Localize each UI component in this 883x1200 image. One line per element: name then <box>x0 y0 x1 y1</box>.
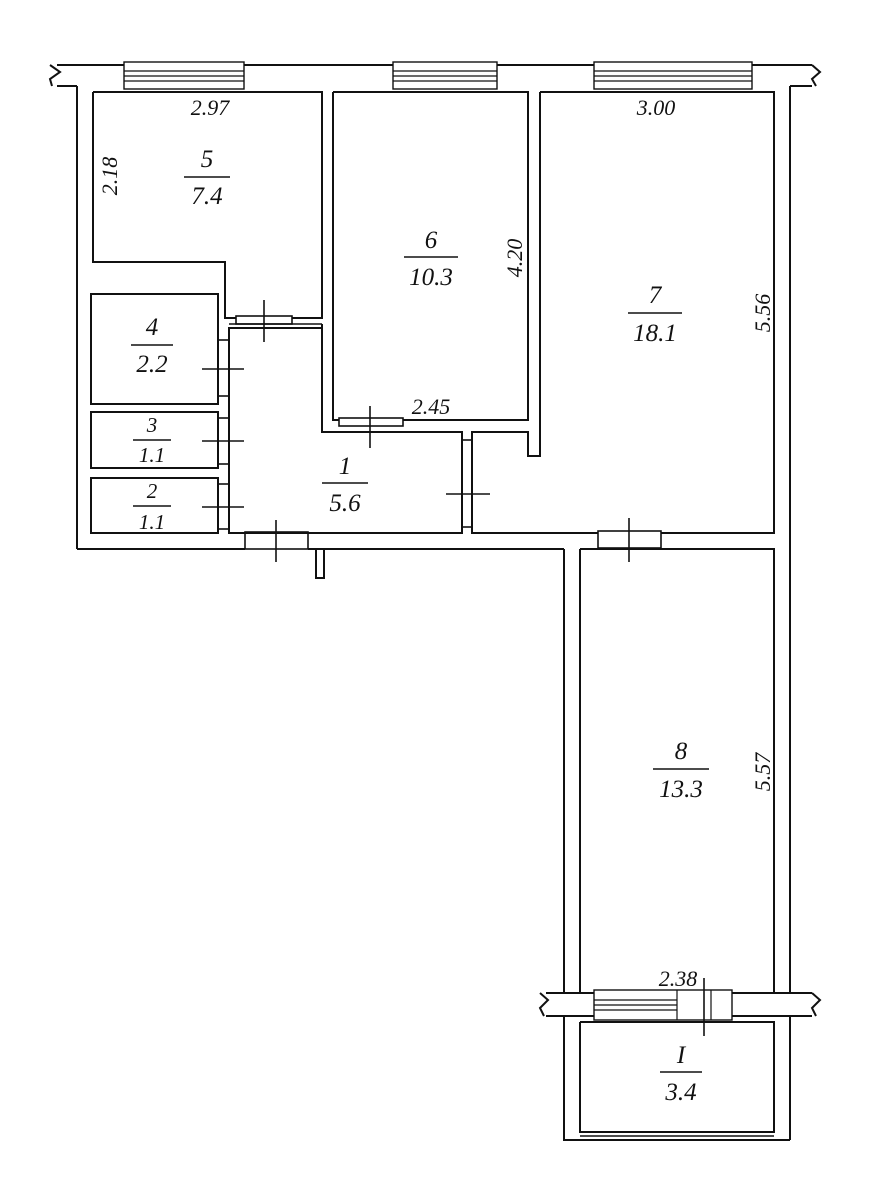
window-room-7 <box>593 61 753 90</box>
room-5-walls <box>92 91 323 342</box>
room-area: 10.3 <box>409 264 453 291</box>
room-8-walls <box>563 548 775 993</box>
room-number: 3 <box>146 413 158 437</box>
room-number: 8 <box>675 738 688 765</box>
room-area: 3.4 <box>664 1079 696 1106</box>
room-area: 13.3 <box>659 776 703 803</box>
dimension-room-7-width: 3.00 <box>636 95 676 120</box>
dimension-room-6-width: 2.45 <box>412 394 451 419</box>
room-area: 7.4 <box>191 183 222 210</box>
room-label-5: 5 7.4 <box>184 146 230 210</box>
room-label-6: 6 10.3 <box>404 227 458 291</box>
room-label-4: 4 2.2 <box>131 314 173 378</box>
balcony-walls <box>563 1016 790 1141</box>
room-6-walls <box>332 91 529 448</box>
room-area: 18.1 <box>633 320 677 347</box>
window-room-6 <box>392 61 498 90</box>
dimension-room-5-depth: 2.18 <box>97 157 122 196</box>
dimension-room-5-width: 2.97 <box>191 95 231 120</box>
room-1-walls <box>228 323 490 534</box>
window-room-5 <box>123 61 245 90</box>
room-label-7: 7 18.1 <box>628 282 682 347</box>
dimension-room-6-depth: 4.20 <box>502 239 527 278</box>
room-2-walls <box>90 477 244 534</box>
room-7-walls <box>471 91 775 562</box>
room-area: 5.6 <box>329 490 361 517</box>
room-number: I <box>676 1042 687 1069</box>
left-outer-wall <box>76 86 564 550</box>
room-4-walls <box>90 293 244 405</box>
balcony-door-window <box>593 978 733 1036</box>
dimension-room-7-depth: 5.56 <box>750 294 775 333</box>
room-area: 1.1 <box>139 510 165 534</box>
room-area: 2.2 <box>136 351 167 378</box>
room-number: 5 <box>201 146 214 173</box>
room-area: 1.1 <box>139 443 165 467</box>
room-label-balcony: I 3.4 <box>660 1042 702 1106</box>
room-3-walls <box>90 411 244 469</box>
dimension-room-8-depth: 5.57 <box>750 752 775 792</box>
room-number: 1 <box>339 453 352 480</box>
room-number: 6 <box>425 227 438 254</box>
room-label-3: 3 1.1 <box>133 413 171 467</box>
room-number: 7 <box>649 282 663 309</box>
room-label-1: 1 5.6 <box>322 453 368 517</box>
room-label-2: 2 1.1 <box>133 479 171 534</box>
dimension-room-8-width: 2.38 <box>659 966 698 991</box>
room-number: 2 <box>147 479 158 503</box>
room-number: 4 <box>146 314 159 341</box>
room-label-8: 8 13.3 <box>653 738 709 803</box>
